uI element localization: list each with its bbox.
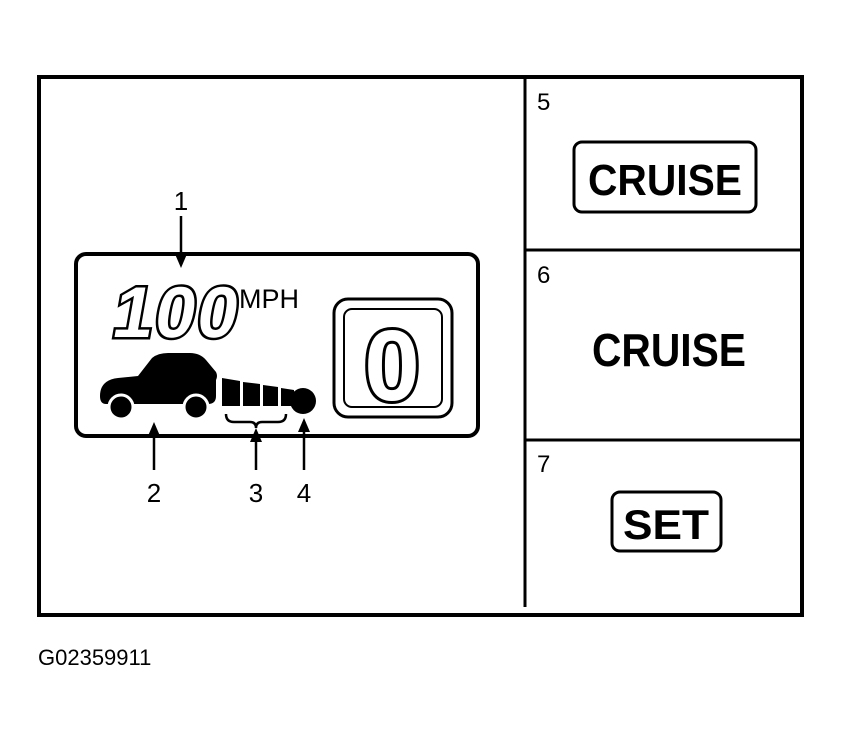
lcd-display-outline — [74, 252, 480, 438]
callout-1-label: 1 — [174, 186, 188, 216]
callout-3: 3 — [224, 413, 288, 508]
panel-5-number: 5 — [537, 89, 550, 116]
speed-readout: 100 MPH — [105, 270, 299, 355]
panel-7: 7 SET — [537, 451, 723, 553]
outer-frame — [37, 75, 804, 617]
cruise-indicator-box — [572, 140, 758, 214]
distance-bar-icon — [222, 378, 294, 406]
callout-4-label: 4 — [297, 478, 311, 508]
speed-digits: 100 — [107, 272, 247, 352]
speed-unit-label: MPH — [239, 284, 299, 314]
callout-3-label: 3 — [249, 478, 263, 508]
gear-digit: 0 — [364, 310, 420, 422]
brace-icon — [224, 413, 288, 429]
callout-2-label: 2 — [147, 478, 161, 508]
gear-box — [332, 297, 454, 419]
panel-6: 6 CRUISE — [537, 262, 746, 376]
indicator-dot-icon — [290, 388, 316, 414]
panel-6-number: 6 — [537, 262, 550, 289]
panel-7-number: 7 — [537, 451, 550, 478]
set-indicator-box — [610, 490, 723, 553]
panel-5: 5 CRUISE — [537, 89, 758, 214]
callout-2: 2 — [147, 422, 161, 508]
gear-box-inner — [343, 308, 443, 408]
cruise-indicator-boxed-text: CRUISE — [588, 156, 742, 205]
cruise-indicator-plain-text: CRUISE — [592, 324, 746, 376]
set-indicator-text: SET — [623, 501, 709, 548]
gear-readout: 0 — [332, 297, 454, 425]
callout-1: 1 — [174, 186, 188, 268]
figure-id: G02359911 — [38, 645, 152, 670]
callout-4: 4 — [297, 418, 311, 508]
car-icon — [100, 353, 217, 421]
